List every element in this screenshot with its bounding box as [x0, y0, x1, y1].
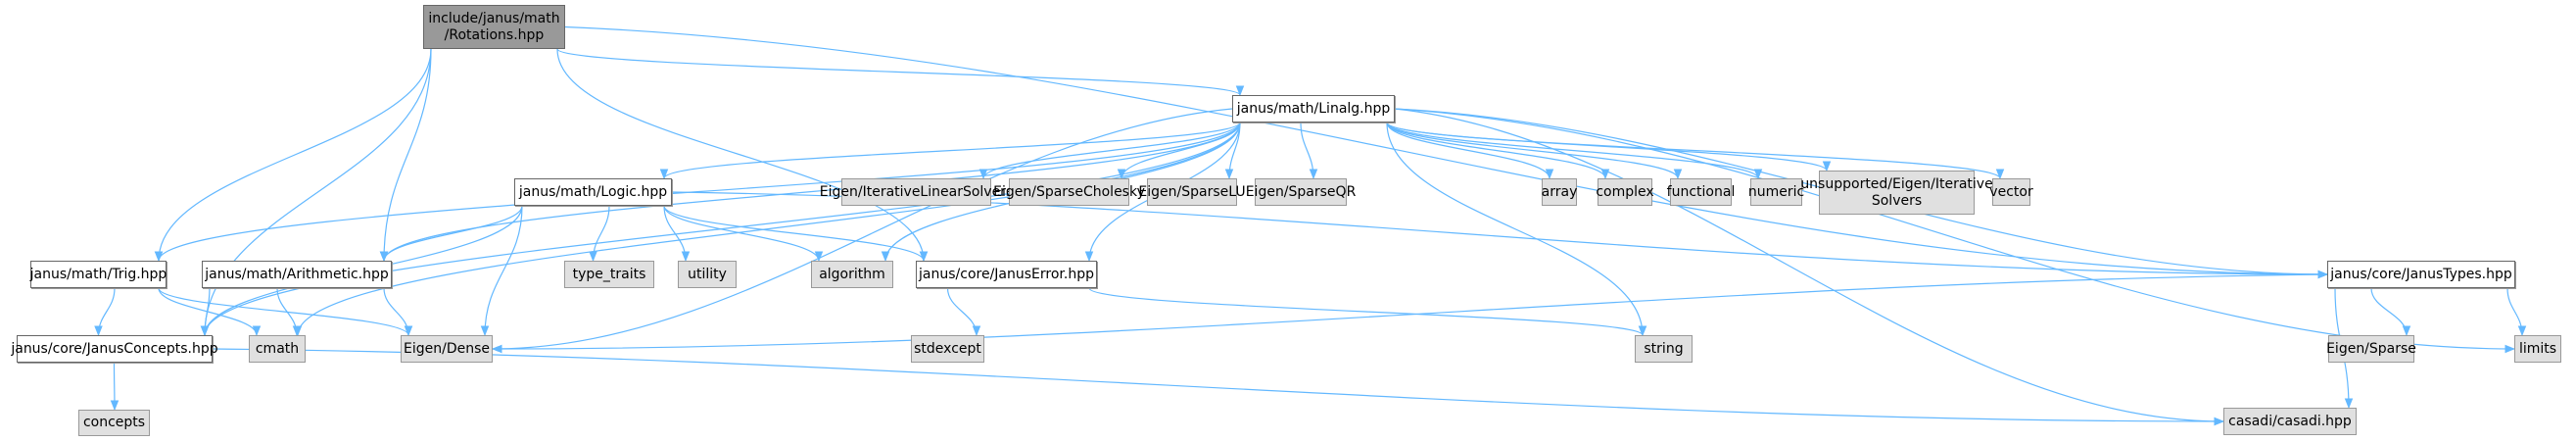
edge-januserror-to-stdexcept — [946, 287, 981, 337]
node-trig-hpp[interactable]: janus/math/Trig.hpp — [30, 261, 167, 288]
node-janus-concepts-hpp[interactable]: janus/core/JanusConcepts.hpp — [11, 335, 218, 363]
node-eigen-sparse-qr: Eigen/SparseQR — [1246, 178, 1356, 206]
edge-logic-to-dense — [480, 205, 523, 337]
node-label: janus/math/Arithmetic.hpp — [205, 266, 389, 282]
edge-janustypes-to-dense — [491, 273, 2328, 354]
edge-rotations-to-arithmetic — [379, 48, 432, 263]
edge-concepts_hpp-to-casadi — [212, 348, 2225, 426]
node-casadi-hpp: casadi/casadi.hpp — [2223, 408, 2357, 435]
node-label: janus/math/Linalg.hpp — [1236, 100, 1391, 117]
edge-trig-to-concepts_hpp — [94, 287, 116, 337]
edge-rotations-to-concepts_hpp — [200, 48, 432, 337]
node-algorithm: algorithm — [811, 261, 893, 288]
edge-janustypes-to-limits — [2506, 287, 2527, 337]
node-unsupported-eigen-iterative-solvers: unsupported/Eigen/Iterative Solvers — [1800, 171, 1993, 215]
node-label: casadi/casadi.hpp — [2228, 413, 2352, 429]
node-janus-types-hpp[interactable]: janus/core/JanusTypes.hpp — [2327, 261, 2515, 288]
node-label: cmath — [255, 340, 300, 357]
node-label: janus/core/JanusError.hpp — [919, 266, 1094, 282]
node-label: vector — [1989, 183, 2033, 200]
node-stdexcept: stdexcept — [911, 335, 984, 363]
node-eigen-sparse: Eigen/Sparse — [2326, 335, 2416, 363]
node-label: complex — [1596, 183, 1654, 200]
node-vector: vector — [1989, 178, 2033, 206]
edge-rotations-to-linalg — [556, 48, 1244, 97]
node-eigen-dense: Eigen/Dense — [401, 335, 493, 363]
node-label: functional — [1666, 183, 1736, 200]
node-limits: limits — [2514, 335, 2561, 363]
edge-linalg-to-string — [1386, 122, 1647, 337]
node-linalg-hpp[interactable]: janus/math/Linalg.hpp — [1232, 95, 1395, 123]
edge-arithmetic-to-concepts_hpp — [200, 287, 211, 337]
node-functional: functional — [1667, 178, 1735, 206]
node-utility: utility — [678, 261, 737, 288]
node-label: limits — [2518, 340, 2557, 357]
node-janus-error-hpp[interactable]: janus/core/JanusError.hpp — [916, 261, 1097, 288]
node-label: stdexcept — [914, 340, 981, 357]
node-label: janus/core/JanusTypes.hpp — [2330, 266, 2512, 282]
node-label: janus/math/Trig.hpp — [29, 266, 167, 282]
edge-logic-to-type_traits — [589, 205, 610, 263]
node-arithmetic-hpp[interactable]: janus/math/Arithmetic.hpp — [202, 261, 392, 288]
node-label: unsupported/Eigen/Iterative Solvers — [1800, 175, 1993, 209]
node-label: janus/core/JanusConcepts.hpp — [11, 340, 218, 357]
node-eigen-sparse-lu: Eigen/SparseLU — [1138, 178, 1246, 206]
edge-linalg-to-cmath — [293, 122, 1241, 337]
node-concepts: concepts — [78, 410, 150, 436]
node-string: string — [1635, 335, 1693, 363]
node-label: numeric — [1747, 183, 1805, 200]
edge-rotations-to-januserror — [556, 48, 929, 263]
edge-linalg-to-casadi — [1394, 108, 2225, 426]
node-label: Eigen/SparseQR — [1245, 183, 1357, 200]
node-logic-hpp[interactable]: janus/math/Logic.hpp — [514, 178, 672, 206]
node-label: Eigen/SparseCholesky — [993, 183, 1145, 200]
edge-januserror-to-string — [1088, 287, 1647, 337]
node-eigen-sparse-cholesky: Eigen/SparseCholesky — [993, 178, 1145, 206]
node-numeric: numeric — [1747, 178, 1805, 206]
edge-logic-to-utility — [663, 205, 691, 263]
edge-linalg-to-complex — [1386, 122, 1610, 180]
node-label: Eigen/Sparse — [2326, 340, 2416, 357]
edge-rotations-to-janustypes — [564, 25, 2329, 279]
edge-linalg-to-vector — [1386, 122, 2005, 180]
edge-linalg-to-arithmetic — [379, 122, 1241, 263]
node-label: concepts — [82, 415, 146, 430]
edge-janustypes-to-sparse — [2370, 287, 2411, 337]
node-rotations-hpp[interactable]: include/janus/math /Rotations.hpp — [423, 5, 565, 49]
node-label: utility — [688, 266, 727, 282]
node-label: string — [1644, 340, 1684, 357]
node-label: Eigen/SparseLU — [1138, 183, 1246, 200]
node-type-traits: type_traits — [564, 261, 654, 288]
edge-logic-to-algorithm — [663, 205, 824, 263]
edge-linalg-to-array — [1386, 122, 1554, 180]
edge-linalg-to-functional — [1386, 122, 1683, 180]
edge-arithmetic-to-dense — [383, 287, 413, 337]
node-array: array — [1542, 178, 1577, 206]
node-label: janus/math/Logic.hpp — [518, 183, 668, 200]
node-label: algorithm — [819, 266, 885, 282]
edge-linalg-to-logic — [659, 122, 1241, 180]
edge-concepts_hpp-to-concepts — [110, 362, 119, 412]
edge-trig-to-dense — [158, 287, 413, 337]
edge-linalg-to-limits — [1394, 108, 2516, 354]
edge-logic-to-arithmetic — [379, 205, 523, 263]
node-label: include/janus/math /Rotations.hpp — [428, 10, 560, 43]
node-eigen-iterative-linear-solvers: Eigen/IterativeLinearSolvers — [820, 178, 1013, 206]
node-label: type_traits — [572, 266, 646, 282]
node-complex: complex — [1596, 178, 1654, 206]
edge-linalg-to-iterative — [978, 122, 1241, 180]
edge-linalg-to-dense — [491, 108, 1233, 354]
node-label: Eigen/IterativeLinearSolvers — [819, 183, 1014, 200]
edge-rotations-to-trig — [154, 48, 432, 263]
node-label: Eigen/Dense — [404, 340, 490, 357]
node-label: array — [1541, 183, 1578, 200]
edge-linalg-to-trig — [154, 122, 1241, 263]
edge-linalg-to-sparseqr — [1300, 122, 1318, 180]
edge-logic-to-januserror — [663, 205, 929, 263]
edge-linalg-to-numeric — [1386, 122, 1763, 180]
edge-arithmetic-to-cmath — [276, 287, 302, 337]
node-cmath: cmath — [249, 335, 306, 363]
